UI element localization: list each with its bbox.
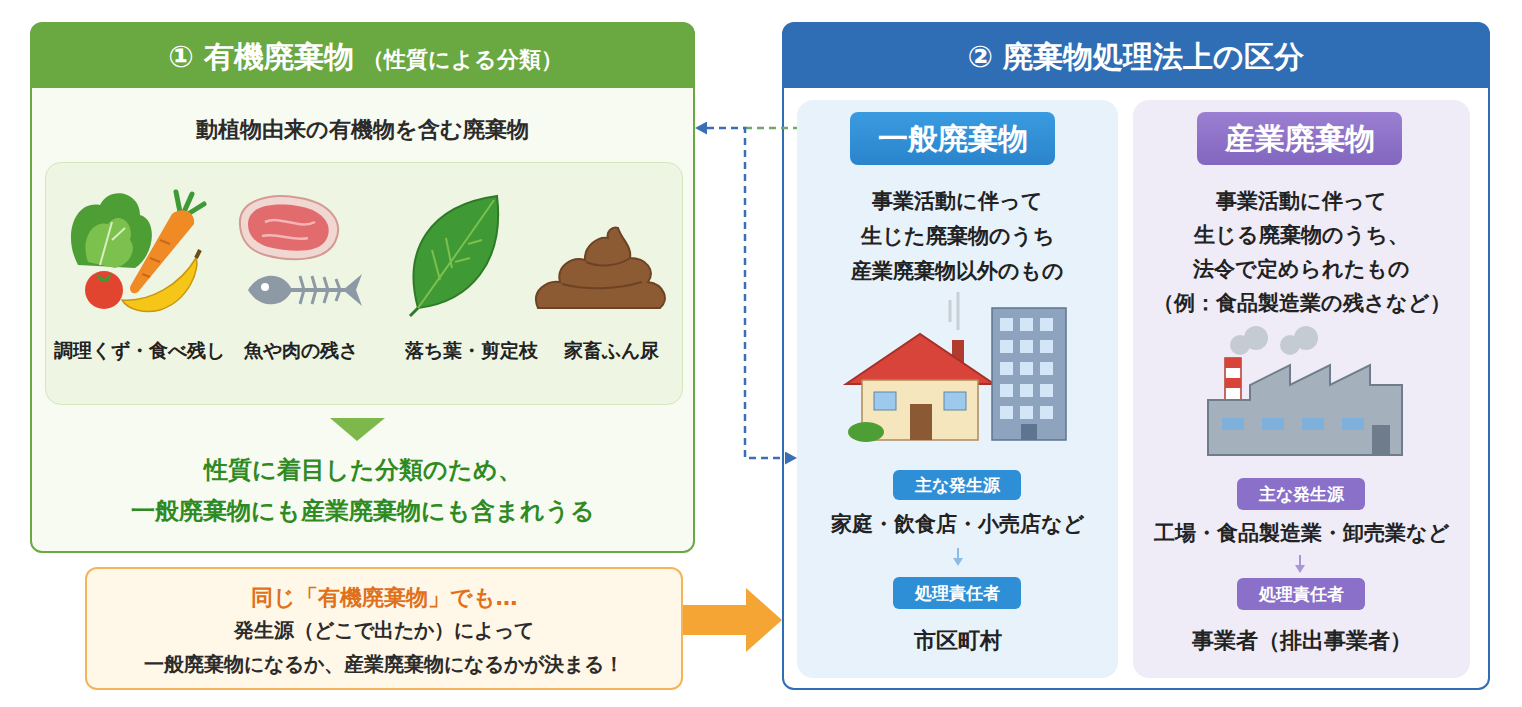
note-title: 同じ「有機廃棄物」でも… — [87, 583, 681, 612]
tag-pill: 処理責任者 — [893, 577, 1021, 609]
definition-text: 事業活動に伴って 生じた廃棄物のうち 産業廃棄物以外のもの — [797, 184, 1118, 289]
text-line: 生じた廃棄物のうち — [861, 219, 1055, 254]
source-text: 家庭・飲食店・小売店など — [797, 511, 1118, 538]
tag-text: 処理責任者 — [893, 577, 1021, 609]
tag-text: 処理責任者 — [1237, 578, 1365, 610]
category-name: 一般廃棄物 — [850, 112, 1055, 165]
flow-arrow — [683, 605, 746, 635]
caption: 調理くず・食べ残し — [44, 338, 234, 363]
caption: 落ち葉・剪定枝 — [391, 338, 551, 363]
caption: 家畜ふん尿 — [551, 338, 671, 363]
text-line: 性質に着目した分類のため、 — [204, 450, 522, 491]
caption: 魚や肉の残さ — [221, 338, 381, 363]
dashed-link — [707, 128, 785, 458]
responsible-text: 事業者（排出事業者） — [1133, 626, 1470, 655]
text-line: 産業廃棄物以外のもの — [851, 254, 1064, 289]
category-name: 産業廃棄物 — [1197, 112, 1402, 165]
text-line: 一般廃棄物にも産業廃棄物にも含まれうる — [131, 491, 595, 532]
tag-text: 主な発生源 — [1237, 478, 1365, 510]
law-panel: ② 廃棄物処理法上の区分事業活動に伴って 生じた廃棄物のうち 産業廃棄物以外のも… — [782, 22, 1490, 690]
panel-subtitle: （性質による分類） — [362, 45, 662, 74]
tag-text: 主な発生源 — [893, 470, 1021, 500]
panel-title: ② 廃棄物処理法上の区分 — [784, 37, 1488, 76]
tag-pill: 主な発生源 — [1237, 478, 1365, 510]
tag-pill: 処理責任者 — [1237, 578, 1365, 610]
category-label: 産業廃棄物 — [1197, 112, 1402, 165]
text-line: 発生源（どこで出たか）によって — [234, 613, 534, 647]
example-box: 調理くず・食べ残し魚や肉の残さ落ち葉・剪定枝家畜ふん尿 — [45, 162, 683, 405]
note-text: 発生源（どこで出たか）によって 一般廃棄物になるか、産業廃棄物になるかが決まる！ — [87, 613, 681, 681]
panel-title: ① 有機廃棄物 — [72, 37, 354, 76]
industrial-waste-column: 事業活動に伴って 生じる廃棄物のうち、 法令で定められたもの （例：食品製造業の… — [1133, 100, 1470, 678]
general-waste-column: 事業活動に伴って 生じた廃棄物のうち 産業廃棄物以外のもの家庭・飲食店・小売店な… — [797, 100, 1118, 678]
text-line: 一般廃棄物になるか、産業廃棄物になるかが決まる！ — [144, 647, 624, 681]
tag-pill: 主な発生源 — [893, 470, 1021, 500]
source-text: 工場・食品製造業・卸売業など — [1133, 520, 1470, 547]
responsible-text: 市区町村 — [797, 626, 1118, 655]
category-panel: ① 有機廃棄物 （性質による分類） 動植物由来の有機物を含む廃棄物性質に着目した分類… — [30, 22, 695, 553]
text-line: 事業活動に伴って — [1216, 184, 1387, 218]
connector-group — [683, 128, 785, 620]
text-line: 法令で定められたもの — [1193, 252, 1410, 286]
text-line: 生じる廃棄物のうち、 — [1194, 218, 1409, 252]
description: 動植物由来の有機物を含む廃棄物 — [32, 115, 693, 144]
text-line: 事業活動に伴って — [872, 184, 1043, 219]
definition-text: 事業活動に伴って 生じる廃棄物のうち、 法令で定められたもの （例：食品製造業の… — [1133, 184, 1470, 320]
conclusion-text: 性質に着目した分類のため、 一般廃棄物にも産業廃棄物にも含まれうる — [32, 450, 693, 532]
category-label: 一般廃棄物 — [850, 112, 1055, 165]
note-box: 同じ「有機廃棄物」でも…発生源（どこで出たか）によって 一般廃棄物になるか、産業… — [85, 567, 683, 690]
text-line: （例：食品製造業の残さなど） — [1153, 286, 1451, 320]
